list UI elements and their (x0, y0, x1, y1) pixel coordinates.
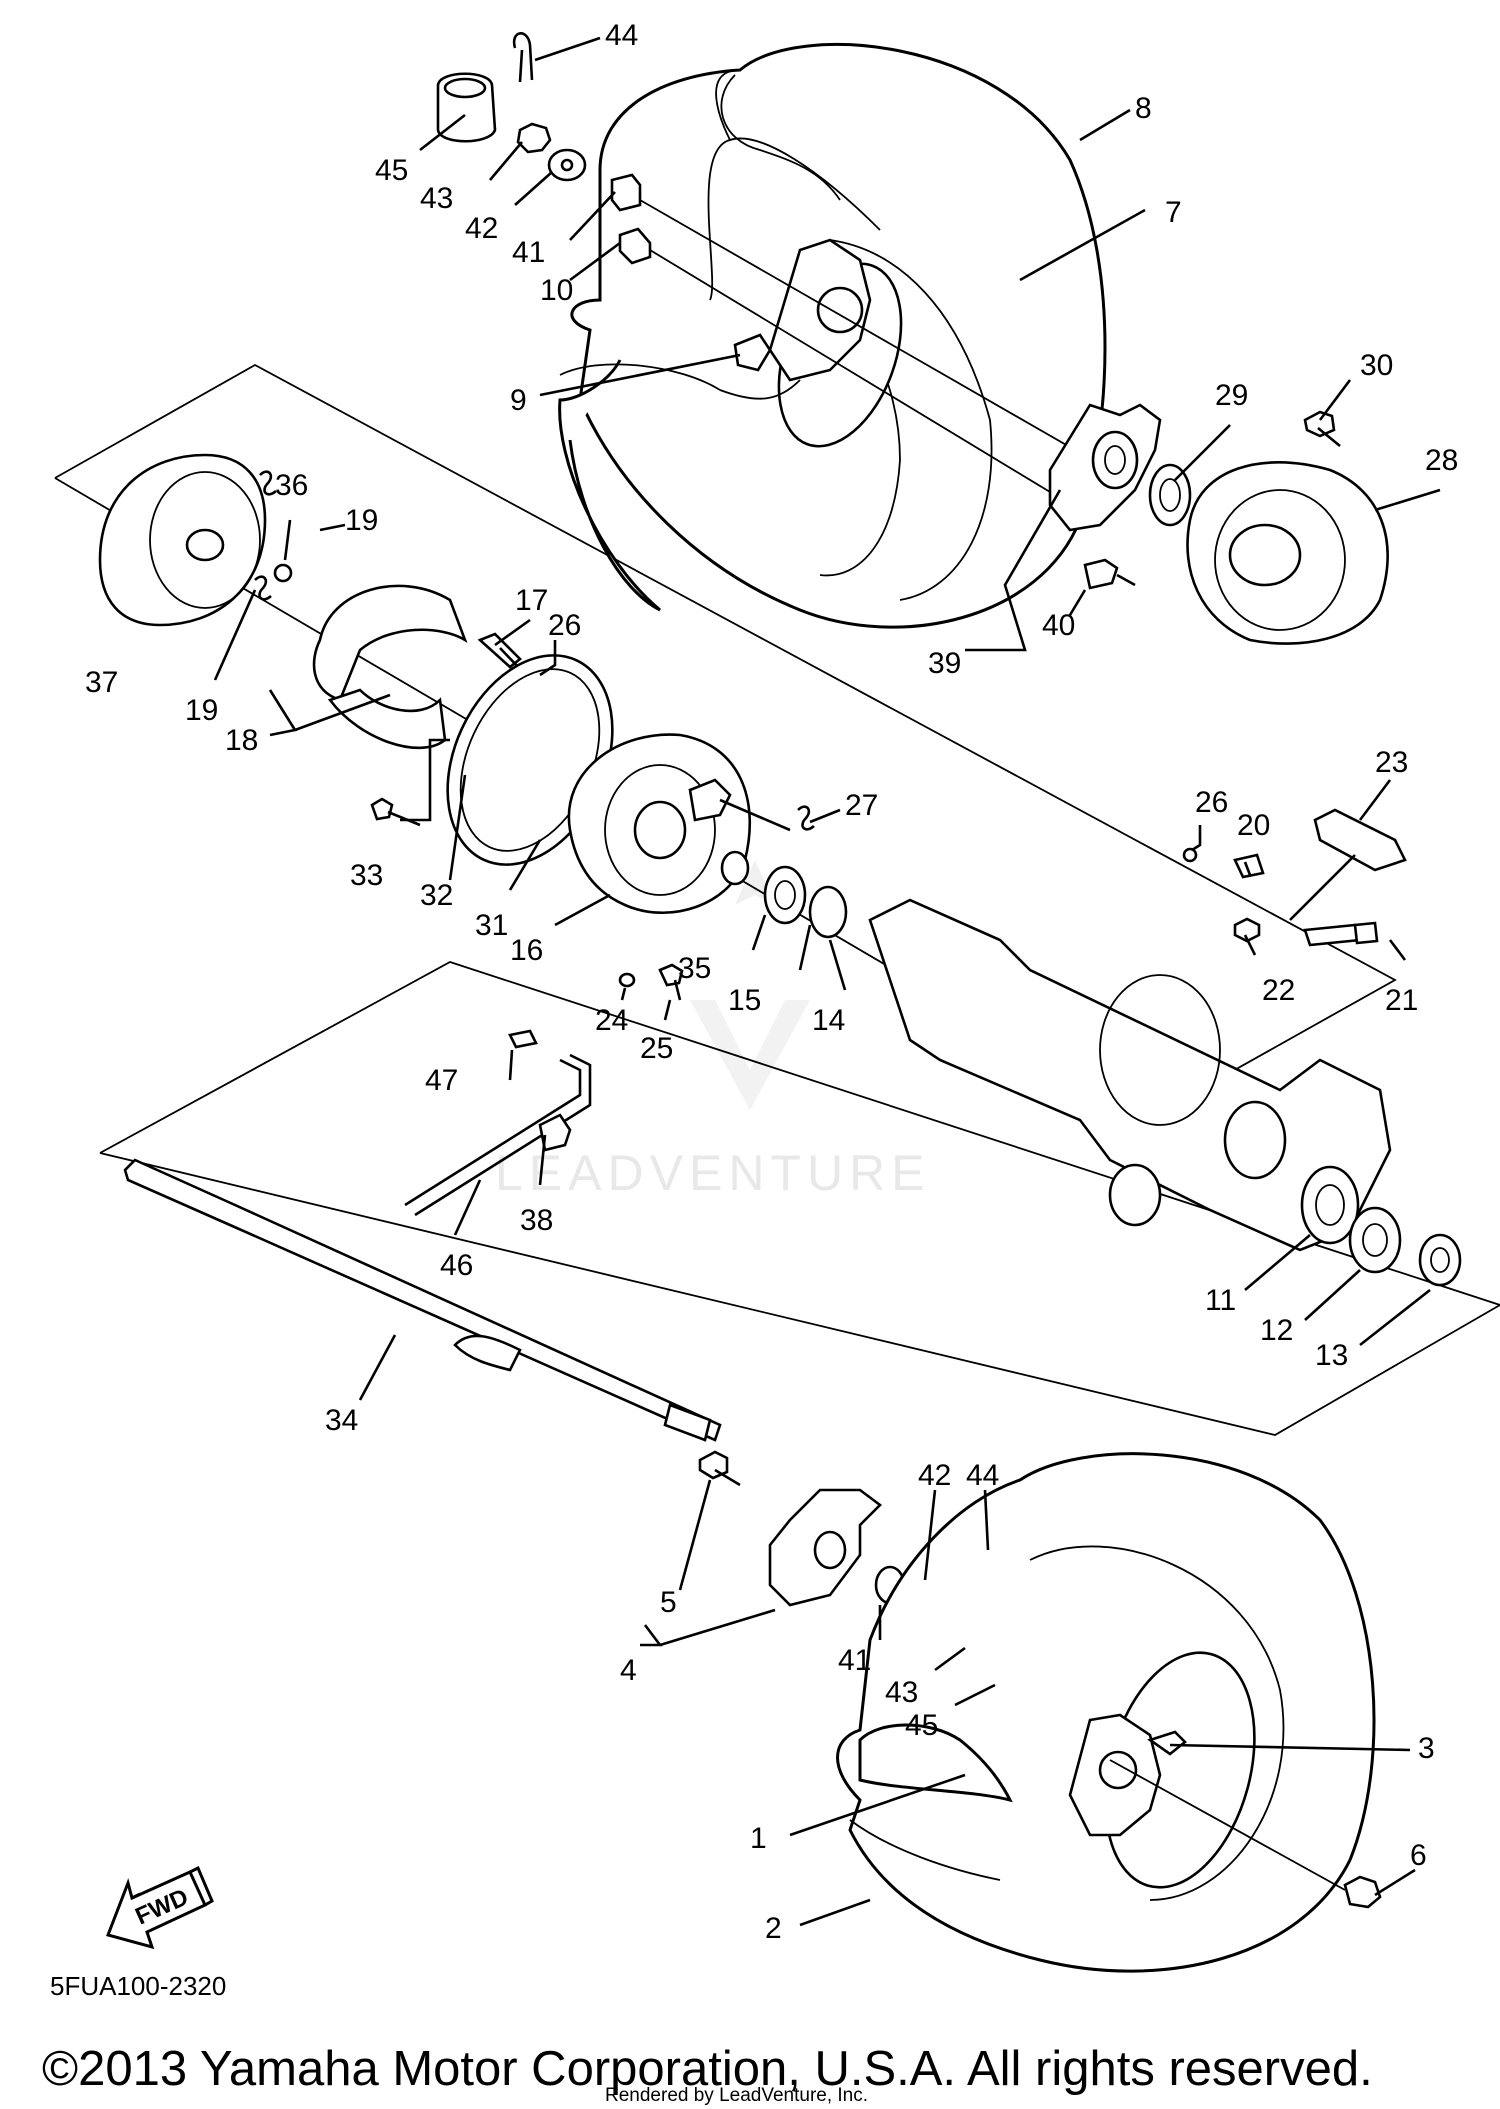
callout-43-lower: 43 (885, 1676, 918, 1709)
watermark: LEADVENTURE (495, 860, 931, 1201)
fwd-arrow-icon: FWD (106, 1865, 214, 1950)
callout-7: 7 (1165, 196, 1182, 229)
brake-drum-37 (98, 453, 267, 627)
callout-42-lower: 42 (918, 1459, 951, 1492)
breather-hose (404, 1029, 592, 1217)
callout-43: 43 (420, 182, 453, 215)
callout-14: 14 (812, 1004, 845, 1037)
callout-25: 25 (640, 1032, 673, 1065)
callout-22: 22 (1262, 974, 1295, 1007)
callout-31: 31 (475, 909, 508, 942)
callout-34: 34 (325, 1404, 358, 1437)
callout-29: 29 (1215, 379, 1248, 412)
callout-30: 30 (1360, 349, 1393, 382)
watermark-text: LEADVENTURE (495, 1145, 931, 1201)
callout-35: 35 (678, 952, 711, 985)
lower-tire (836, 1452, 1376, 1973)
callout-44: 44 (605, 19, 638, 52)
callout-6: 6 (1410, 1839, 1427, 1872)
callout-labels: 44 45 43 42 41 10 8 7 9 29 30 28 39 40 3… (85, 19, 1458, 1945)
callout-2: 2 (765, 1912, 782, 1945)
upper-axle-hardware (436, 32, 1076, 496)
callout-37: 37 (85, 666, 118, 699)
callout-5: 5 (660, 1586, 677, 1619)
callout-15: 15 (728, 984, 761, 1017)
leader-lines (213, 36, 1441, 1927)
callout-10: 10 (540, 274, 573, 307)
brake-panel-16 (567, 733, 848, 1001)
callout-45: 45 (375, 154, 408, 187)
rear-hub-assembly (1048, 403, 1389, 645)
callout-18: 18 (225, 724, 258, 757)
callout-20: 20 (1237, 809, 1270, 842)
upper-wheel-rim (559, 74, 872, 400)
callout-11: 11 (1205, 1284, 1236, 1317)
callout-17: 17 (515, 584, 548, 617)
callout-28: 28 (1425, 444, 1458, 477)
callout-40: 40 (1042, 609, 1075, 642)
callout-38: 38 (520, 1204, 553, 1237)
copyright-notice: ©2013 Yamaha Motor Corporation, U.S.A. A… (42, 2042, 1373, 2096)
callout-32: 32 (420, 879, 453, 912)
callout-16: 16 (510, 934, 543, 967)
callout-1: 1 (750, 1822, 767, 1855)
diagram-code: 5FUA100-2320 (50, 1971, 226, 2001)
brake-cam-lever (1182, 808, 1407, 947)
callout-46: 46 (440, 1249, 473, 1282)
callout-45-lower: 45 (905, 1709, 938, 1742)
callout-24: 24 (595, 1004, 628, 1037)
axle-housing (868, 898, 1462, 1287)
callout-33: 33 (350, 859, 383, 892)
rendered-by-credit: Rendered by LeadVenture, Inc. (605, 2085, 868, 2106)
callout-41: 41 (512, 236, 545, 269)
callout-44-lower: 44 (966, 1459, 999, 1492)
callout-39: 39 (928, 647, 961, 680)
callout-12: 12 (1260, 1314, 1293, 1347)
callout-4: 4 (620, 1654, 637, 1687)
callout-13: 13 (1315, 1339, 1348, 1372)
rear-axle-shaft (123, 1158, 722, 1442)
callout-21: 21 (1385, 984, 1418, 1017)
lower-wheel-hardware (1109, 1730, 1382, 1909)
callout-42: 42 (465, 212, 498, 245)
callout-26-right: 26 (1195, 786, 1228, 819)
callout-19-top: 19 (345, 504, 378, 537)
callout-23: 23 (1375, 746, 1408, 779)
callout-3: 3 (1418, 1732, 1435, 1765)
callout-8: 8 (1135, 92, 1152, 125)
callout-47: 47 (425, 1064, 458, 1097)
callout-9: 9 (510, 384, 527, 417)
callout-26-left: 26 (548, 609, 581, 642)
callout-41-lower: 41 (838, 1644, 871, 1677)
callout-27: 27 (845, 789, 878, 822)
callout-36: 36 (275, 469, 308, 502)
callout-19-bottom: 19 (185, 694, 218, 727)
